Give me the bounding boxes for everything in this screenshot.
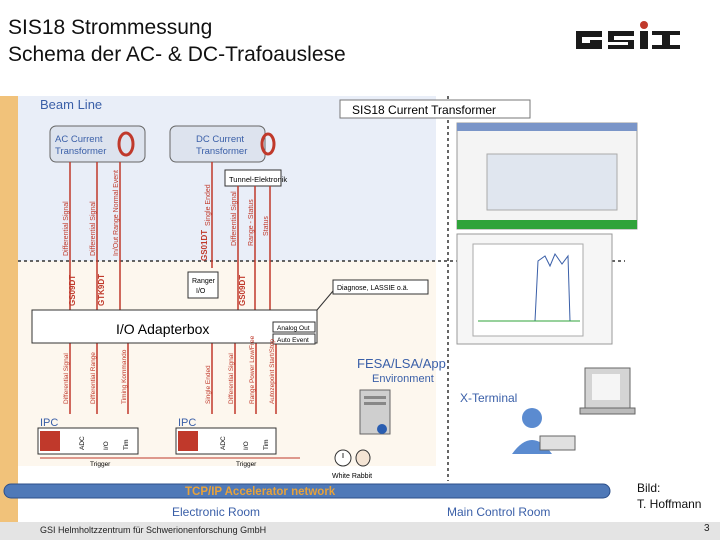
fesa-line-2: Environment bbox=[372, 373, 434, 385]
network-label: TCP/IP Accelerator network bbox=[185, 486, 336, 498]
beam-line-label: Beam Line bbox=[40, 97, 102, 112]
ipc-right-slot-1: ADC bbox=[220, 436, 227, 450]
ipc-left-slot-3: Tim bbox=[123, 439, 130, 450]
cable-label-3: GS01DT bbox=[200, 230, 209, 261]
cable-label-4: GS09DT bbox=[238, 275, 247, 306]
credit-line-1: Bild: bbox=[637, 481, 661, 495]
image-credit: Bild: T. Hoffmann bbox=[637, 480, 701, 512]
ipc-left-signal-3: Timing Kommando bbox=[121, 349, 128, 404]
io-adapterbox-label: I/O Adapterbox bbox=[116, 321, 209, 337]
footer-organization: GSI Helmholtzzentrum für Schwerionenfors… bbox=[40, 525, 267, 535]
slide-title: SIS18 Strommessung Schema der AC- & DC-T… bbox=[8, 14, 346, 68]
title-line-2: Schema der AC- & DC-Trafoauslese bbox=[8, 43, 346, 66]
ipc-right-slot-2: I/O bbox=[243, 441, 250, 450]
ipc-left-signal-2: Differential Range bbox=[90, 352, 97, 404]
trigger-label-left: Trigger bbox=[90, 461, 111, 468]
credit-line-2: T. Hoffmann bbox=[637, 497, 702, 511]
ranger-io-line-2: I/O bbox=[196, 288, 206, 295]
gsi-logo bbox=[576, 21, 680, 49]
ranger-io-line-1: Ranger bbox=[192, 278, 216, 285]
dc-transformer-line-1: DC Current bbox=[196, 134, 244, 145]
ipc-right-cpu bbox=[178, 431, 198, 451]
auto-event-box bbox=[272, 333, 316, 345]
page-number: 3 bbox=[704, 523, 710, 534]
dc-transformer-box bbox=[169, 125, 266, 163]
electronic-room-label: Electronic Room bbox=[172, 505, 260, 519]
ac-signal-1: Differential Signal bbox=[63, 201, 70, 256]
fesa-line-1: FESA/LSA/App bbox=[357, 356, 446, 371]
ac-signal-2: Differential Signal bbox=[90, 201, 97, 256]
signal-lines bbox=[69, 162, 277, 414]
diagnose-box bbox=[332, 279, 429, 295]
ac-transformer-line-2: Transformer bbox=[55, 146, 106, 157]
dc-signal-1: Single Ended bbox=[205, 184, 212, 226]
ipc-right-signal-2: Differential Signal bbox=[228, 353, 235, 404]
diagnose-connector bbox=[316, 290, 334, 311]
dc-signal-3: Range - Status bbox=[248, 199, 255, 246]
gui-plot-trace bbox=[515, 252, 580, 322]
ipc-right-signal-1: Single Ended bbox=[205, 365, 212, 404]
user-icon bbox=[512, 408, 576, 454]
gui-top-form bbox=[486, 153, 618, 211]
server-icon bbox=[359, 389, 391, 435]
dc-transformer-ring-icon bbox=[260, 132, 276, 156]
ipc-right-signal-3: Range Power Low/Free bbox=[249, 335, 256, 404]
xterminal-label: X-Terminal bbox=[460, 391, 517, 405]
io-adapterbox bbox=[31, 309, 318, 344]
gui-top-titlebar bbox=[457, 123, 637, 131]
ipc-left-signal-1: Differential Signal bbox=[63, 353, 70, 404]
sis18-ct-label-box bbox=[339, 99, 531, 119]
ipc-right-slot-3: Tim bbox=[263, 439, 270, 450]
footer-bar bbox=[0, 522, 720, 540]
ipc-left-slot-2: I/O bbox=[103, 441, 110, 450]
decorative-side-strip bbox=[0, 96, 18, 526]
gui-top-statusbar bbox=[457, 220, 637, 229]
ipc-right-signal-4: Autozepoint Start/Stop bbox=[269, 339, 276, 404]
title-line-1: SIS18 Strommessung bbox=[8, 16, 213, 39]
ac-transformer-line-1: AC Current bbox=[55, 134, 103, 145]
cable-label-2: GTK9DT bbox=[97, 274, 106, 306]
ipc-left-slot-1: ADC bbox=[79, 436, 86, 450]
sis18-ct-label: SIS18 Current Transformer bbox=[352, 103, 496, 117]
ipc-left-cpu bbox=[40, 431, 60, 451]
dc-transformer-line-2: Transformer bbox=[196, 146, 247, 157]
ranger-io-box bbox=[187, 271, 219, 299]
ipc-left-label: IPC bbox=[40, 417, 58, 429]
ipc-right-label: IPC bbox=[178, 417, 196, 429]
dc-signal-2: Differential Signal bbox=[231, 191, 238, 246]
trafo-readout-diagram: Beam Line AC Current Transformer DC Curr… bbox=[3, 96, 638, 519]
auto-event-label: Auto Event bbox=[277, 337, 309, 344]
cable-label-1: GS09DT bbox=[68, 275, 77, 306]
ac-signal-3: In/Out Range Normal Event bbox=[113, 170, 120, 256]
tunnel-electronics-label: Tunnel-Elektronik bbox=[229, 175, 287, 184]
main-control-room-label: Main Control Room bbox=[447, 505, 550, 519]
rabbit-icon bbox=[355, 449, 371, 467]
analog-out-box bbox=[272, 321, 316, 333]
ac-transformer-ring-icon bbox=[117, 131, 135, 157]
dc-signal-4: Status bbox=[263, 216, 270, 236]
white-rabbit-label: White Rabbit bbox=[332, 473, 372, 480]
diagnose-label: Diagnose, LASSIE o.ä. bbox=[337, 285, 409, 292]
tunnel-electronics-box bbox=[224, 169, 282, 187]
trigger-label-right: Trigger bbox=[236, 461, 257, 468]
workstation-icon bbox=[579, 367, 636, 415]
network-bar bbox=[3, 483, 611, 499]
analog-out-label: Analog Out bbox=[277, 325, 310, 332]
